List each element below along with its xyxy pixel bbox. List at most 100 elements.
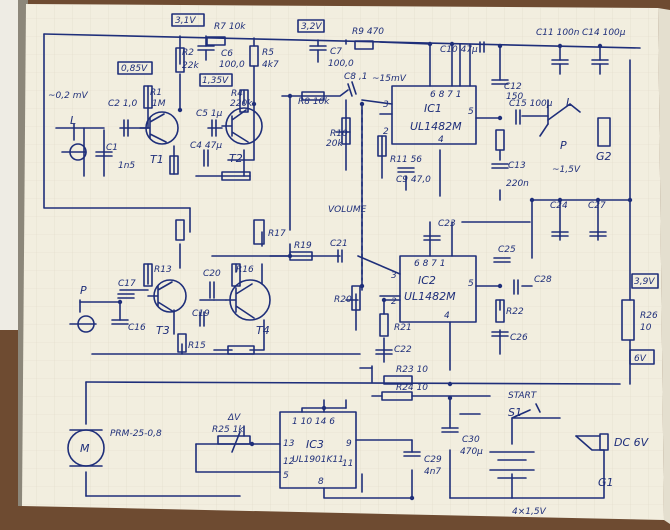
resistor-r6 xyxy=(221,171,251,181)
resistor-r11 xyxy=(377,135,387,157)
label-c7: C7 xyxy=(330,47,342,57)
label-c21: C21 xyxy=(330,239,348,249)
earphone-g2 xyxy=(597,117,611,147)
label-r4: R4 xyxy=(231,89,243,99)
label-v085: 0,85V xyxy=(121,64,148,74)
right-page-edge xyxy=(658,8,670,524)
label-ic3-type: UL1901K11 xyxy=(292,455,344,465)
label-volume: VOLUME xyxy=(328,205,367,215)
voltage-boxes xyxy=(117,13,659,365)
label-ic1-type: UL1482M xyxy=(410,120,462,133)
label-r26: R26 xyxy=(640,311,658,321)
label-r7: R7 10k xyxy=(214,22,246,32)
resistor-r24 xyxy=(381,391,413,401)
label-r1-value: 1M xyxy=(152,99,166,109)
resistor-r9 xyxy=(354,40,374,50)
resistor-r17 xyxy=(253,219,265,245)
capacitor-c22 xyxy=(375,349,393,355)
label-15v: ~1,5V xyxy=(552,165,581,175)
label-v135: 1,35V xyxy=(202,76,229,86)
label-c6-value: 100,0 xyxy=(219,60,245,70)
label-s1: S1 xyxy=(508,406,522,419)
start-switch-s1 xyxy=(511,403,541,419)
paper-grid xyxy=(22,4,664,520)
label-dc6v: DC 6V xyxy=(614,436,650,449)
motor-m xyxy=(67,429,105,467)
label-r21: R21 xyxy=(394,323,412,333)
label-ic2-pins: 6 8 7 1 xyxy=(414,259,446,269)
label-input-l: L xyxy=(70,114,76,127)
dc-jack xyxy=(575,433,609,451)
label-ic1-pin3: 3 xyxy=(383,100,389,110)
notebook-binding xyxy=(18,0,28,506)
capacitor-c13 xyxy=(491,163,509,169)
transistor-t2 xyxy=(221,107,263,145)
label-c14: C14 100µ xyxy=(582,28,626,38)
resistor-r1 xyxy=(143,85,153,109)
capacitor-c28 xyxy=(513,279,519,295)
label-c13: C13 xyxy=(508,161,526,171)
capacitor-c10 xyxy=(479,41,485,53)
label-t1: T1 xyxy=(150,153,164,166)
label-r10-value: 20k xyxy=(326,139,343,149)
label-r16: R16 xyxy=(236,265,254,275)
label-c28: C28 xyxy=(534,275,552,285)
label-c25: C25 xyxy=(498,245,516,255)
components xyxy=(61,36,635,489)
label-ic1-pins: 6 8 7 1 xyxy=(430,90,462,100)
capacitor-c19 xyxy=(199,311,205,327)
label-r11: R11 56 xyxy=(390,155,422,165)
label-c11: C11 100n xyxy=(536,28,580,38)
label-t3: T3 xyxy=(156,324,170,337)
label-r25: R25 1k xyxy=(212,425,244,435)
transistor-t4 xyxy=(225,279,271,321)
label-c12: C12 xyxy=(504,82,522,92)
input-jack-l xyxy=(61,123,87,161)
capacitor-c9 xyxy=(397,167,415,173)
resistor-r2 xyxy=(175,47,185,73)
capacitor-c29 xyxy=(403,451,421,457)
resistor-r10 xyxy=(341,117,351,145)
resistor-r8 xyxy=(301,91,325,101)
label-c27: C27 xyxy=(588,201,606,211)
resistor-r25 xyxy=(217,435,251,445)
resistor-r3 xyxy=(169,155,179,175)
label-c26: C26 xyxy=(510,333,528,343)
capacitor-c14 xyxy=(591,59,609,75)
label-dv: ΔV xyxy=(227,413,241,423)
capacitor-c4 xyxy=(203,149,209,167)
label-r8: R8 10k xyxy=(298,97,330,107)
label-c9: C9 47,0 xyxy=(396,175,431,185)
label-v6: 6V xyxy=(634,354,647,364)
label-g2: G2 xyxy=(596,150,612,163)
capacitor-c15 xyxy=(515,109,521,125)
capacitor-c7 xyxy=(309,45,327,63)
label-t2: T2 xyxy=(229,152,243,165)
resistor-r13 xyxy=(143,263,153,287)
label-r24: R24 10 xyxy=(396,383,428,393)
label-02mv: ~0,2 mV xyxy=(48,91,88,101)
label-ic2-pin5: 5 xyxy=(468,279,474,289)
resistor-r7 xyxy=(206,36,226,46)
label-ic3-pins: 1 10 14 6 xyxy=(292,417,335,427)
ic2-block xyxy=(399,255,477,323)
capacitor-c27 xyxy=(589,231,607,237)
capacitor-c12 xyxy=(491,79,509,85)
capacitor-c6 xyxy=(197,45,215,61)
label-r2: R2 xyxy=(182,48,194,58)
wiring xyxy=(43,33,641,499)
input-jack-p xyxy=(69,299,97,333)
label-r4-value: 220k xyxy=(230,99,253,109)
label-r9: R9 470 xyxy=(352,27,384,37)
resistor-r21 xyxy=(379,313,389,337)
label-ic2-pin2: 2 xyxy=(391,297,397,307)
resistor-r22 xyxy=(495,299,505,323)
capacitor-c2 xyxy=(123,119,129,137)
label-ic3-pin13: 13 xyxy=(283,439,295,449)
label-r17: R17 xyxy=(268,229,286,239)
label-ic1: IC1 xyxy=(424,102,442,115)
label-c4: C4 47µ xyxy=(190,141,222,151)
label-r20: R20 xyxy=(334,295,352,305)
